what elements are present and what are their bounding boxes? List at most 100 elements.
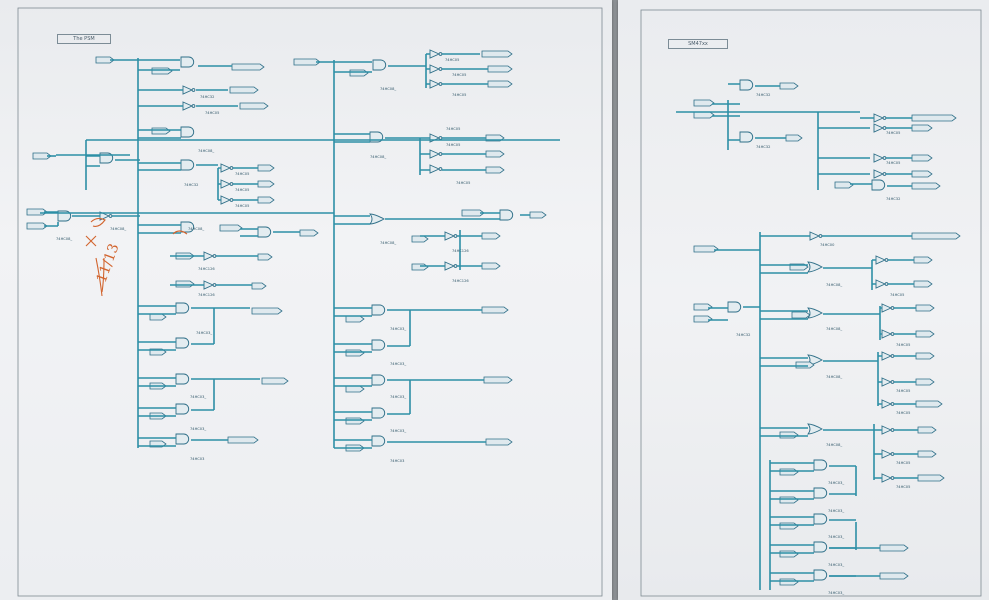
wire <box>420 137 486 171</box>
ic-part-label: 74HC126 <box>198 267 215 271</box>
and-gate <box>371 374 386 386</box>
handwritten-mark <box>172 230 188 235</box>
inverter-gate <box>429 64 441 74</box>
and-gate <box>175 373 190 385</box>
or-gate <box>807 307 823 319</box>
inverter-bubble <box>890 306 895 310</box>
net-port <box>917 474 945 482</box>
inverter-bubble <box>229 182 234 186</box>
wire <box>334 439 486 449</box>
ic-part-label: 74HC05 <box>235 188 249 192</box>
ic-part-label: 74HC126 <box>452 279 469 283</box>
wire <box>712 83 786 141</box>
net-port <box>911 124 933 132</box>
net-port <box>915 400 943 408</box>
wire <box>708 306 760 321</box>
wire <box>880 307 916 335</box>
wire <box>334 307 482 353</box>
inverter-gate <box>881 377 893 387</box>
net-port <box>257 180 275 188</box>
inverter-bubble <box>890 380 895 384</box>
ic-part-label: 74HC32 <box>756 145 770 149</box>
net-port <box>485 166 505 174</box>
wire <box>138 377 260 417</box>
and-gate <box>180 126 195 138</box>
net-port <box>834 181 854 189</box>
ic-part-label: 74HC08_ <box>56 237 72 241</box>
ic-part-label: 74HC05 <box>205 111 219 115</box>
ic-part-label: 74HC05 <box>896 389 910 393</box>
ic-part-label: 74HC08_ <box>370 155 386 159</box>
ic-part-label: 74HC08_ <box>826 375 842 379</box>
net-port <box>345 417 365 425</box>
ic-part-label: 74HC05 <box>446 143 460 147</box>
or-gate <box>369 213 385 225</box>
net-port <box>915 352 935 360</box>
ic-part-label: 74HC03 <box>390 459 404 463</box>
ic-part-label: 74HC03_ <box>196 331 212 335</box>
handwritten-mark <box>95 257 103 297</box>
inverter-gate <box>873 153 885 163</box>
inverter-bubble <box>191 104 196 108</box>
net-port <box>913 256 933 264</box>
sheet-left-title-block: The PSM <box>57 34 111 44</box>
net-port <box>779 578 799 586</box>
net-port <box>175 280 195 288</box>
inverter-gate <box>881 399 893 409</box>
net-port <box>151 67 173 75</box>
and-gate <box>257 226 272 238</box>
wire <box>138 437 228 447</box>
net-port <box>693 245 719 253</box>
and-gate <box>371 339 386 351</box>
ic-part-label: 74HC03_ <box>828 563 844 567</box>
wire <box>874 429 918 479</box>
wire <box>138 129 181 139</box>
net-port <box>485 150 505 158</box>
net-port <box>219 224 243 232</box>
net-port <box>257 164 275 172</box>
ic-part-label: 74HC08_ <box>380 87 396 91</box>
ic-part-label: 74HC32 <box>736 333 750 337</box>
inverter-bubble <box>890 476 895 480</box>
inverter-gate <box>873 169 885 179</box>
and-gate <box>175 337 190 349</box>
net-port <box>32 152 52 160</box>
inverter-gate <box>881 425 893 435</box>
inverter-gate <box>220 179 232 189</box>
and-gate <box>499 209 514 221</box>
wire <box>334 133 421 175</box>
ic-part-label: 74HC03_ <box>390 395 406 399</box>
or-gate <box>807 354 823 366</box>
ic-part-label: 74HC05 <box>446 127 460 131</box>
ic-part-label: 74HC05 <box>456 181 470 185</box>
inverter-bubble <box>890 428 895 432</box>
ic-part-label: 74HC32 <box>756 93 770 97</box>
ic-part-label: 74HC03_ <box>190 427 206 431</box>
inverter-gate <box>220 195 232 205</box>
inverter-gate <box>203 251 215 261</box>
inverter-bubble <box>229 198 234 202</box>
inverter-gate <box>881 473 893 483</box>
net-port <box>779 550 799 558</box>
net-port <box>481 262 501 270</box>
inverter-bubble <box>884 258 889 262</box>
net-port <box>779 431 799 439</box>
ic-part-label: 74HC126 <box>198 293 215 297</box>
inverter-bubble <box>453 234 458 238</box>
net-port <box>917 450 937 458</box>
ic-part-label: 74HC08_ <box>198 149 214 153</box>
ic-part-label: 74HC32 <box>886 197 900 201</box>
net-port <box>411 263 429 271</box>
wire <box>676 100 860 150</box>
ic-part-label: 74HC08_ <box>826 327 842 331</box>
net-port <box>779 522 799 530</box>
inverter-gate <box>875 279 887 289</box>
ic-part-label: 74HC03_ <box>828 509 844 513</box>
handwritten-mark <box>85 235 97 247</box>
inverter-bubble <box>438 136 443 140</box>
net-port <box>693 303 713 311</box>
net-port <box>229 86 259 94</box>
net-port <box>299 229 319 237</box>
wire <box>878 355 916 405</box>
wire <box>872 259 914 285</box>
